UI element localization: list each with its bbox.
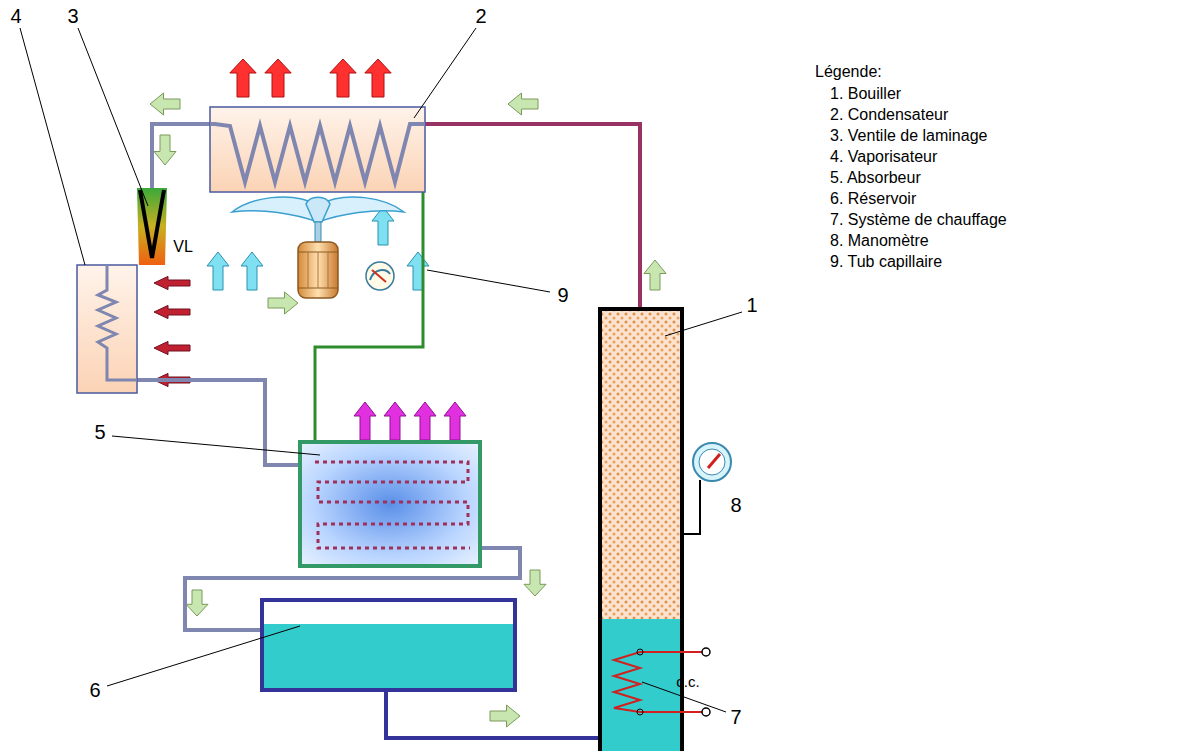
legend-entry: 7. Système de chauffage: [830, 211, 1007, 229]
legend-entry: 6. Réservoir: [830, 190, 916, 208]
liquid-pipe: [152, 124, 212, 188]
pump-symbol: [366, 262, 394, 290]
legend-entry: 8. Manomètre: [830, 232, 929, 250]
flow-arrow: [524, 570, 546, 596]
callout-number: 9: [557, 284, 568, 306]
evaporator-coil: [98, 265, 137, 380]
flow-arrow: [365, 59, 391, 97]
legend-entry: 4. Vaporisateur: [830, 148, 937, 166]
condenser-coil: [210, 124, 425, 182]
flow-arrow: [154, 276, 190, 289]
flow-arrow: [330, 59, 356, 97]
callout-number: 7: [730, 706, 741, 728]
flow-arrow: [354, 402, 376, 440]
legend-entry: 9. Tub capillaire: [830, 253, 942, 271]
flow-arrow: [508, 93, 538, 115]
flow-arrow: [414, 402, 436, 440]
valve-label: VL: [173, 238, 193, 256]
callout-number: 6: [89, 679, 100, 701]
manometer: [682, 443, 731, 534]
flow-arrow: [186, 590, 208, 616]
expansion-valve: [137, 188, 167, 265]
vapour-pipe: [425, 124, 640, 309]
flow-arrow: [490, 705, 520, 727]
flow-arrow: [154, 305, 190, 318]
flow-arrow: [241, 252, 263, 290]
legend-entry: 5. Absorbeur: [830, 169, 921, 187]
boiler-liquid: [600, 619, 682, 751]
condenser-box: [210, 107, 425, 192]
legend-entry: 2. Condensateur: [830, 106, 948, 124]
callout-number: 5: [94, 421, 105, 443]
return-pipe: [386, 690, 598, 738]
flow-arrow: [407, 252, 429, 290]
flow-arrow: [154, 135, 176, 165]
flow-arrow: [150, 93, 180, 115]
flow-arrow: [444, 402, 466, 440]
flow-arrow: [230, 59, 256, 97]
boiler-vapour: [600, 309, 682, 619]
callout-number: 3: [67, 5, 78, 27]
absorber-coil: [315, 462, 470, 548]
fan: [232, 197, 404, 242]
leader-lines: [20, 28, 742, 712]
callout-number: 2: [475, 5, 486, 27]
flow-arrow: [268, 292, 298, 314]
flow-arrow: [372, 207, 394, 245]
flow-arrow: [265, 59, 291, 97]
legend-heading: Légende:: [815, 63, 882, 81]
terminal-label: c.c.: [676, 674, 699, 691]
flow-arrow: [154, 341, 190, 354]
absorber-box: [300, 442, 480, 566]
flow-arrow: [644, 260, 666, 290]
flow-arrow: [207, 252, 229, 290]
heater: [614, 648, 710, 716]
legend-entry: 3. Ventile de laminage: [830, 127, 987, 145]
callout-number: 1: [746, 294, 757, 316]
flow-arrow: [384, 402, 406, 440]
fan-motor: [298, 242, 338, 298]
reservoir: [262, 600, 515, 690]
evaporator-box: [77, 265, 137, 393]
legend-entry: 1. Bouiller: [830, 85, 901, 103]
capillary-tube: [315, 183, 423, 465]
callout-number: 4: [10, 5, 21, 27]
callout-number: 8: [730, 494, 741, 516]
vapour-return-pipe: [134, 380, 300, 465]
